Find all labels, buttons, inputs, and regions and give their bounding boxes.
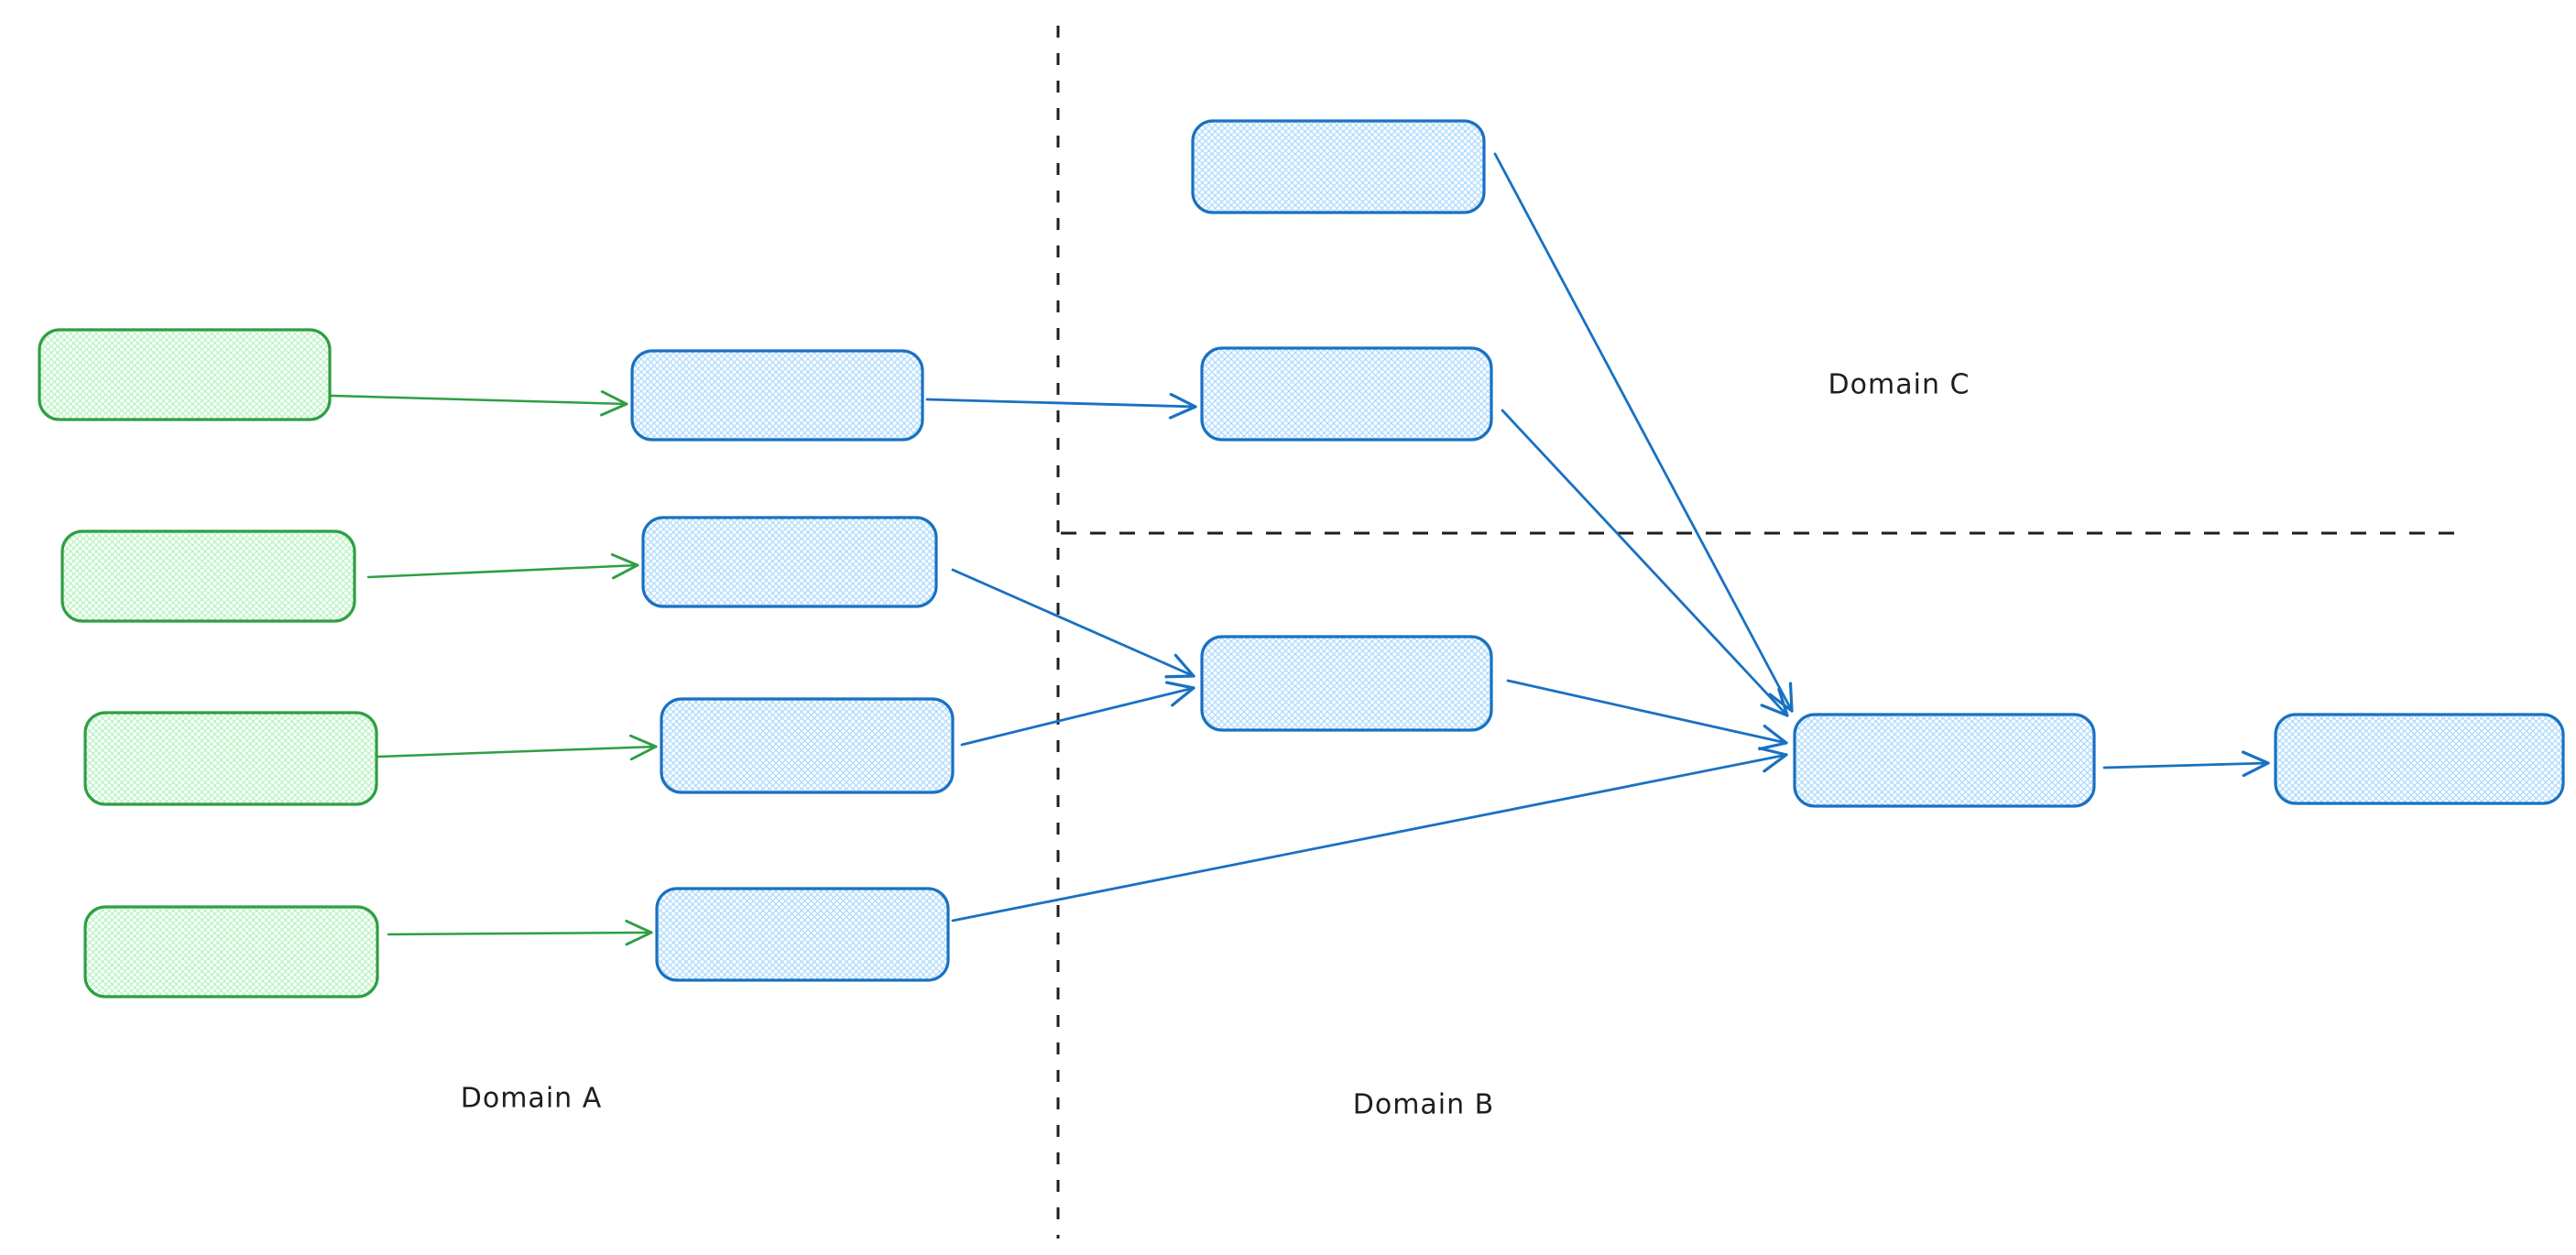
arrow-a-stage-4-to-b-aggregate[interactable]: [951, 747, 1788, 922]
node-domain-a-source-3[interactable]: [83, 711, 378, 806]
node-domain-a-source-1[interactable]: [38, 328, 332, 421]
arrow-a-stage-1-to-c-node-2[interactable]: [925, 392, 1197, 420]
arrow-b-aggregate-to-output[interactable]: [2102, 750, 2270, 778]
arrow-c-node-2-to-b-aggregate[interactable]: [1501, 409, 1789, 717]
label-domain-c[interactable]: Domain C: [1828, 369, 1970, 401]
node-domain-a-stage-4[interactable]: [655, 887, 950, 982]
node-domain-c-node-2[interactable]: [1200, 346, 1493, 442]
node-domain-c-node-1[interactable]: [1191, 119, 1486, 214]
arrow-a-source-1-to-stage-1[interactable]: [330, 390, 628, 417]
node-domain-b-output[interactable]: [2274, 713, 2565, 805]
node-domain-a-source-4[interactable]: [83, 905, 379, 999]
node-domain-b-node-1[interactable]: [1200, 635, 1493, 732]
arrow-a-source-2-to-stage-2[interactable]: [366, 552, 639, 580]
label-domain-a[interactable]: Domain A: [461, 1083, 602, 1115]
arrow-c-node-1-to-b-aggregate[interactable]: [1493, 152, 1794, 713]
label-domain-b[interactable]: Domain B: [1353, 1089, 1495, 1121]
node-domain-a-stage-3[interactable]: [660, 697, 955, 794]
node-domain-a-stage-2[interactable]: [641, 516, 938, 608]
arrow-a-source-3-to-stage-3[interactable]: [377, 734, 658, 761]
arrow-b-node-1-to-b-aggregate[interactable]: [1506, 679, 1788, 751]
node-domain-b-aggregate[interactable]: [1793, 713, 2096, 808]
arrow-a-stage-3-to-b-node-1[interactable]: [960, 681, 1195, 747]
node-domain-a-stage-1[interactable]: [630, 349, 924, 442]
arrow-a-source-4-to-stage-4[interactable]: [387, 919, 653, 946]
node-domain-a-source-2[interactable]: [60, 529, 356, 623]
arrow-a-stage-2-to-b-node-1[interactable]: [951, 568, 1195, 679]
